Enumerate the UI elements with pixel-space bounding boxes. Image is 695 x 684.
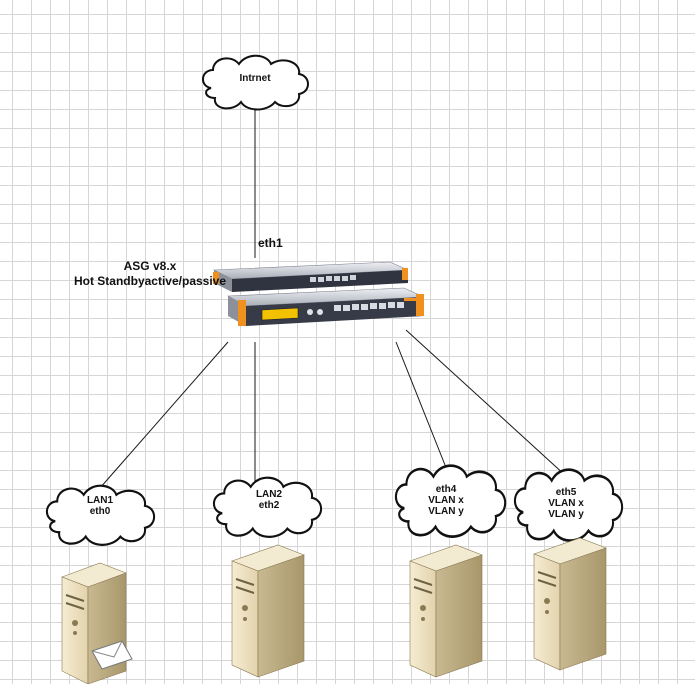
lan1-label: LAN1 eth0	[86, 495, 114, 517]
firewall-title-line1: ASG v8.x	[123, 259, 177, 273]
uplink-label: eth1	[258, 236, 283, 250]
eth4-link	[395, 341, 448, 471]
asg-appliance-icon	[212, 261, 425, 326]
lan1-link	[99, 341, 229, 489]
server-icon-1	[61, 562, 133, 684]
lan2-label: LAN2 eth2	[255, 489, 283, 511]
eth4-label: eth4 VLAN x VLAN y	[428, 484, 464, 517]
server-icon-4	[533, 537, 607, 671]
server-icon-2	[231, 544, 305, 678]
connection-lines	[99, 108, 567, 489]
eth5-label: eth5 VLAN x VLAN y	[548, 487, 584, 520]
internet-label: Intrnet	[239, 73, 271, 84]
server-icon-3	[409, 544, 483, 678]
firewall-title-line2: Hot Standbyactive/passive	[73, 274, 227, 288]
eth5-link	[405, 329, 567, 477]
firewall-title: ASG v8.x Hot Standbyactive/passive	[70, 259, 230, 289]
